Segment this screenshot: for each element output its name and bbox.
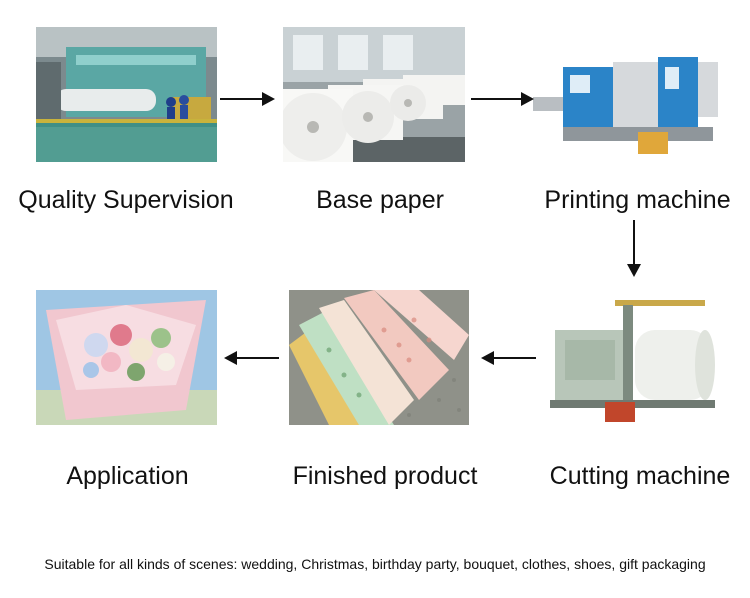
paper-rolls-warehouse-photo bbox=[283, 27, 465, 162]
arrow-right-icon bbox=[220, 92, 275, 106]
step-label-application: Application bbox=[66, 462, 189, 490]
usage-caption: Suitable for all kinds of scenes: weddin… bbox=[44, 556, 706, 572]
step-label-finished-product: Finished product bbox=[292, 462, 478, 490]
arrow-down-icon bbox=[627, 220, 641, 277]
flower-bouquet-photo bbox=[36, 290, 217, 425]
step-label-cutting-machine: Cutting machine bbox=[549, 462, 731, 490]
step-label-base-paper: Base paper bbox=[316, 186, 444, 214]
cutting-machine-photo bbox=[545, 290, 717, 425]
arrow-left-icon bbox=[224, 351, 279, 365]
arrow-right-icon bbox=[471, 92, 534, 106]
paper-mill-machine-photo bbox=[36, 27, 217, 162]
arrow-left-icon bbox=[481, 351, 536, 365]
step-label-quality-supervision: Quality Supervision bbox=[18, 186, 234, 214]
printed-tissue-sheets-photo bbox=[289, 290, 469, 425]
step-label-printing-machine: Printing machine bbox=[544, 186, 731, 214]
printing-machine-photo bbox=[528, 27, 718, 162]
